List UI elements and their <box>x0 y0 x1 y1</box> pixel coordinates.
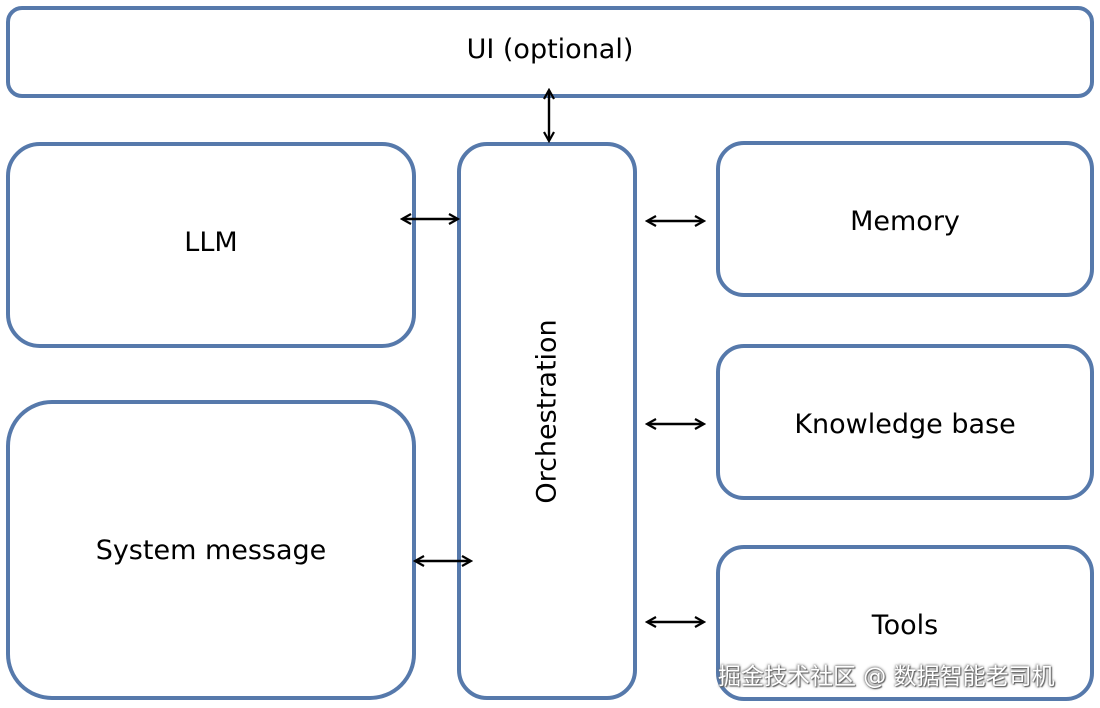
llm-node: LLM <box>6 142 416 348</box>
tools-node-label: Tools <box>871 609 939 641</box>
memory-node: Memory <box>716 141 1094 297</box>
tools-node: Tools <box>716 545 1094 701</box>
orchestration-node: Orchestration <box>457 142 637 700</box>
llm-node-label: LLM <box>184 226 238 258</box>
knowledge-base-node-label: Knowledge base <box>794 408 1016 440</box>
system-message-node: System message <box>6 400 416 700</box>
ui-node: UI (optional) <box>6 6 1094 98</box>
orchestration-node-label: Orchestration <box>531 318 563 504</box>
knowledge-base-node: Knowledge base <box>716 344 1094 500</box>
memory-node-label: Memory <box>850 205 960 237</box>
ui-node-label: UI (optional) <box>466 33 634 65</box>
system-message-node-label: System message <box>95 534 327 566</box>
watermark: 掘金技术社区 @ 数据智能老司机 <box>718 664 1055 690</box>
